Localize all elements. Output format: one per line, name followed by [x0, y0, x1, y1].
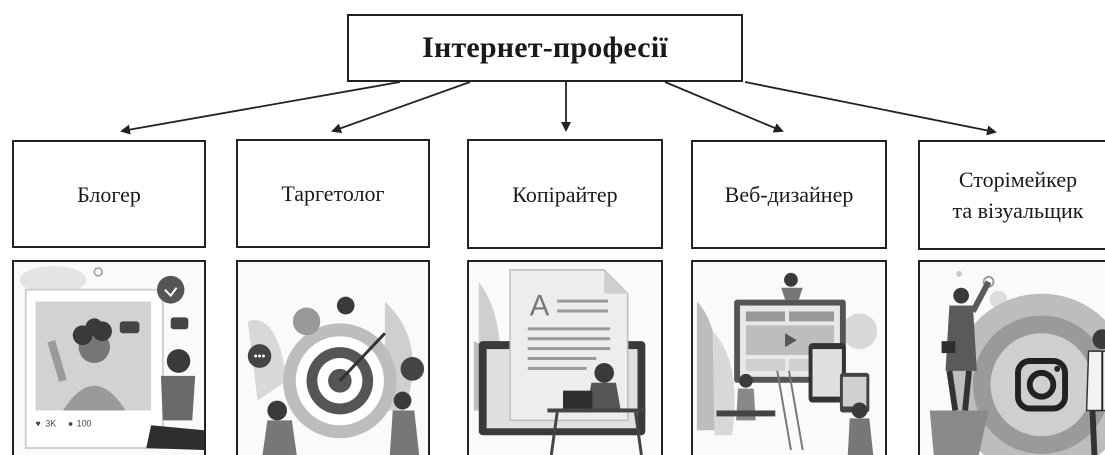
profession-box-blogger: Блогер — [12, 140, 206, 248]
arrow-to-web-designer — [664, 81, 784, 133]
profession-box-web-designer: Веб-дизайнер — [691, 140, 887, 249]
target-illustration-icon — [236, 260, 430, 455]
arrow-to-storymaker — [744, 81, 997, 136]
web-design-illustration-icon — [691, 260, 887, 455]
svg-text:●: ● — [68, 418, 73, 428]
svg-text:♥: ♥ — [36, 418, 41, 428]
likes-count: 3K — [45, 418, 56, 428]
blogger-illustration-icon: ♥ 3K ● 100 — [12, 260, 206, 455]
letter-a: A — [530, 289, 550, 322]
profession-label: Таргетолог — [281, 181, 385, 206]
comments-count: 100 — [77, 418, 92, 428]
profession-label: Блогер — [77, 181, 141, 207]
arrow-to-targetologist — [331, 81, 471, 134]
profession-label: Веб-дизайнер — [724, 182, 854, 207]
arrow-to-blogger — [120, 81, 401, 135]
diagram-title: Інтернет-професії — [422, 31, 668, 64]
profession-box-copywriter: Копірайтер — [467, 139, 663, 249]
profession-label: Сторімейкер та візуальщик — [952, 167, 1084, 223]
profession-box-storymaker: Сторімейкер та візуальщик — [918, 140, 1105, 250]
profession-box-targetologist: Таргетолог — [236, 139, 430, 248]
instagram-illustration-icon — [918, 260, 1105, 455]
copywriter-illustration-icon: A — [467, 260, 663, 455]
profession-label: Копірайтер — [512, 181, 618, 207]
root-title-box: Інтернет-професії — [347, 14, 743, 82]
